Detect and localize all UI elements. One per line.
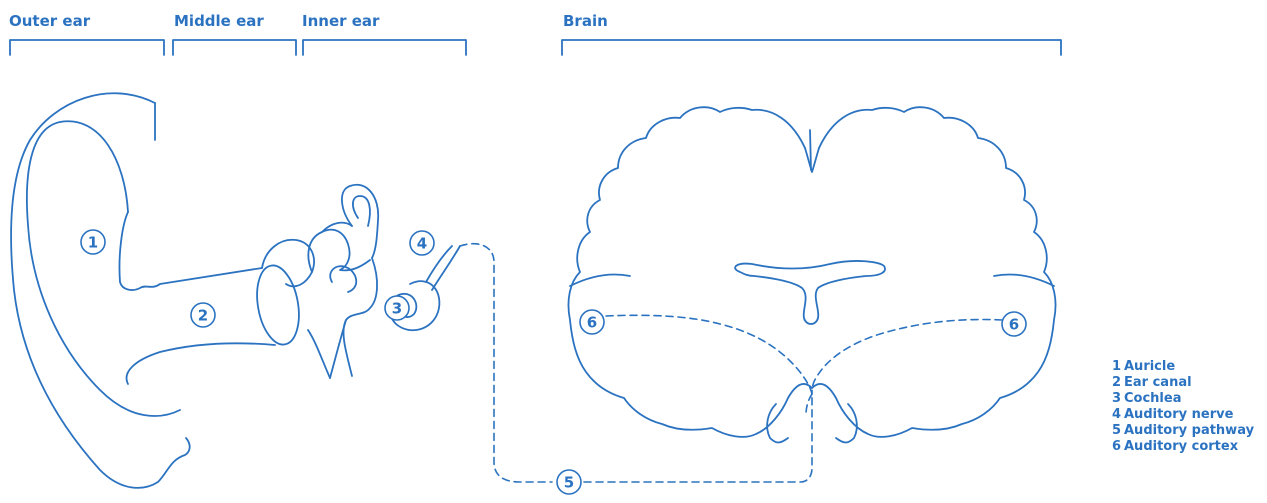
marker-6-right-text: 6 (1009, 316, 1019, 334)
marker-5-text: 5 (564, 474, 574, 492)
marker-3: 3 (384, 295, 410, 321)
brain-bracket (561, 39, 1062, 56)
marker-2-text: 2 (198, 307, 208, 325)
legend-item-number: 1 (1112, 359, 1122, 374)
pathway-crossing (805, 393, 813, 415)
marker-1: 1 (80, 229, 106, 255)
legend-item-number: 3 (1112, 391, 1122, 406)
legend-item-label: Auditory cortex (1124, 439, 1239, 454)
middle-inner-ear-drawing (256, 183, 461, 379)
legend-item: 6 Auditory cortex (1112, 439, 1267, 455)
legend-item: 4 Auditory nerve (1112, 407, 1267, 423)
legend-item-label: Ear canal (1124, 375, 1192, 390)
marker-6-left: 6 (579, 309, 605, 335)
legend-item-number: 4 (1112, 407, 1122, 422)
inner-ear-bracket (302, 39, 467, 56)
marker-5: 5 (556, 469, 582, 495)
legend-item: 2 Ear canal (1112, 375, 1267, 391)
middle-ear-label: Middle ear (174, 12, 264, 30)
brain-label: Brain (563, 12, 608, 30)
legend-item-number: 5 (1112, 423, 1122, 438)
legend-item: 3 Cochlea (1112, 391, 1267, 407)
auditory-nerve-path (459, 242, 553, 483)
inner-ear-label: Inner ear (302, 12, 380, 30)
marker-6-left-text: 6 (587, 314, 597, 332)
outer-ear-label: Outer ear (9, 12, 91, 30)
middle-ear-bracket (172, 39, 297, 56)
brain-drawing (567, 106, 1057, 444)
legend-item-label: Cochlea (1124, 391, 1182, 406)
pathway-left-cortex (605, 314, 813, 395)
legend-item-label: Auditory nerve (1124, 407, 1234, 422)
legend-item: 1 Auricle (1112, 359, 1267, 375)
marker-3-text: 3 (392, 300, 402, 318)
legend-item-label: Auricle (1124, 359, 1176, 374)
pathway-right-cortex (811, 318, 1003, 395)
legend: 1 Auricle 2 Ear canal 3 Cochlea 4 Audito… (1112, 359, 1267, 455)
marker-6-right: 6 (1001, 311, 1027, 337)
marker-2: 2 (190, 302, 216, 328)
pathway-to-brainstem (583, 393, 813, 483)
legend-item-number: 6 (1112, 439, 1122, 454)
legend-item-label: Auditory pathway (1124, 423, 1255, 438)
outer-ear-bracket (9, 39, 165, 56)
legend-item-number: 2 (1112, 375, 1122, 390)
legend-item: 5 Auditory pathway (1112, 423, 1267, 439)
marker-1-text: 1 (88, 234, 98, 252)
marker-4-text: 4 (417, 235, 427, 253)
marker-4: 4 (409, 230, 435, 256)
auricle-drawing (10, 92, 276, 489)
